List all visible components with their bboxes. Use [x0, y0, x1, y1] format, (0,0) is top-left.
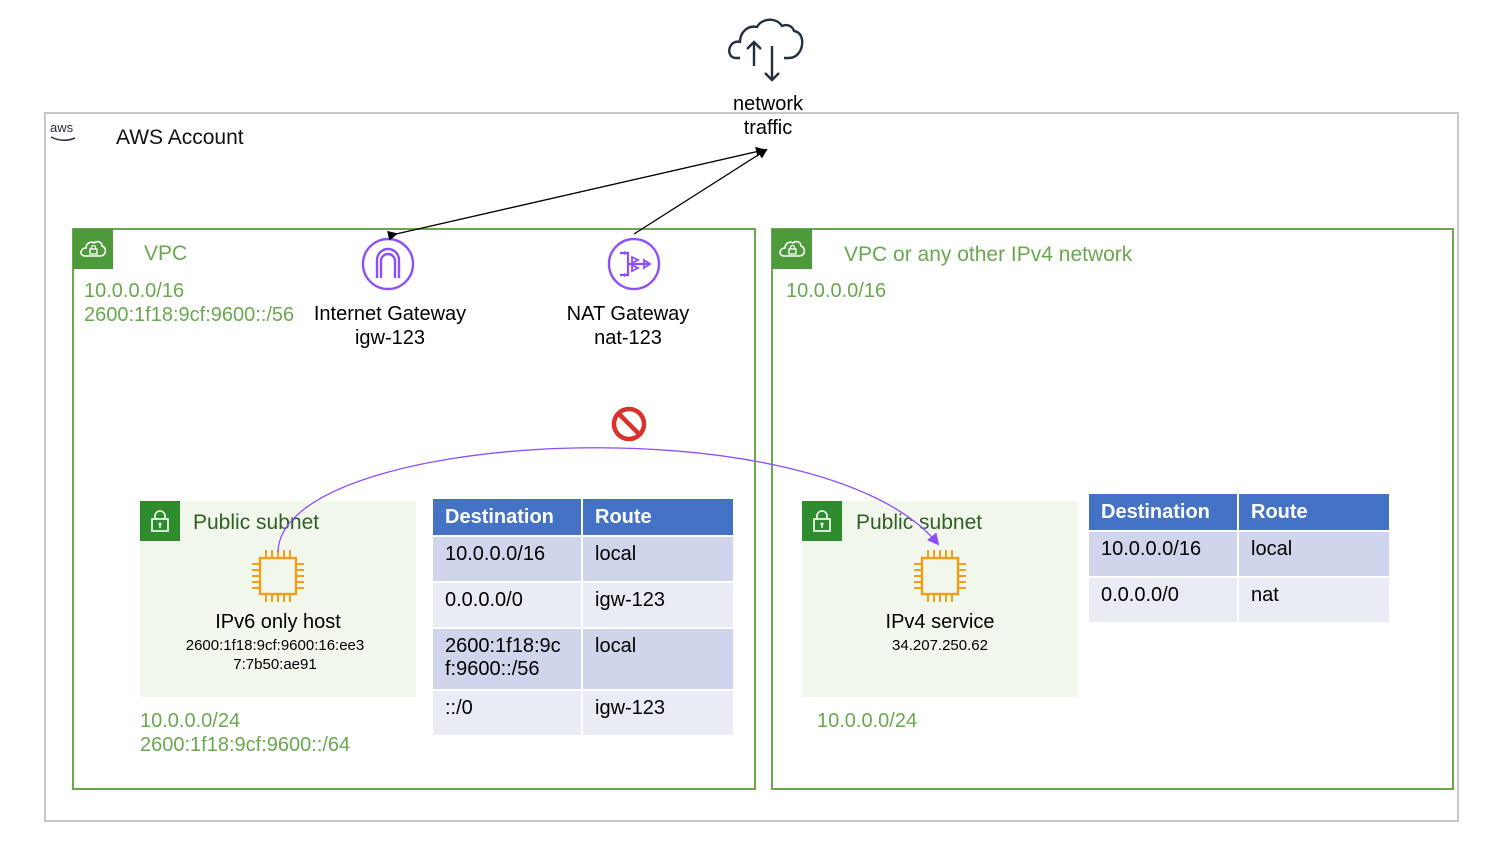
subnet-lock-icon — [802, 501, 842, 541]
left-subnet-cidr-v6: 2600:1f18:9cf:9600::/64 — [140, 734, 351, 756]
ipv4-service-name: IPv4 service — [885, 611, 995, 633]
route-table-header-destination: Destination — [433, 499, 581, 535]
aws-account-container — [44, 112, 1459, 822]
right-subnet-title: Public subnet — [856, 511, 983, 534]
vpc-cloud-lock-icon — [772, 229, 812, 269]
internet-gateway-icon — [361, 237, 415, 291]
left-vpc-cidr-v4: 10.0.0.0/16 — [84, 280, 185, 302]
table-row: 10.0.0.0/16 local — [1089, 532, 1389, 576]
route-destination: 10.0.0.0/16 — [433, 537, 581, 581]
route-target: igw-123 — [583, 691, 733, 735]
ipv4-service-address: 34.207.250.62 — [892, 637, 988, 654]
table-row: ::/0 igw-123 — [433, 691, 733, 735]
route-destination: 10.0.0.0/16 — [1089, 532, 1237, 576]
vpc-cloud-lock-icon — [73, 229, 113, 269]
route-target: local — [1239, 532, 1389, 576]
route-destination: ::/0 — [433, 691, 581, 735]
route-destination: 0.0.0.0/0 — [433, 583, 581, 627]
aws-smile-icon — [50, 136, 76, 141]
right-vpc-title: VPC or any other IPv4 network — [844, 243, 1133, 266]
route-target: local — [583, 537, 733, 581]
ec2-instance-chip-icon — [252, 550, 304, 602]
aws-account-title: AWS Account — [116, 126, 244, 149]
subnet-lock-icon — [140, 501, 180, 541]
cloud-upload-download-icon — [728, 18, 804, 82]
right-route-table: Destination Route 10.0.0.0/16 local 0.0.… — [1087, 492, 1391, 624]
route-table-header-route: Route — [583, 499, 733, 535]
aws-logo: aws — [50, 120, 74, 135]
right-subnet-cidr-v4: 10.0.0.0/24 — [817, 710, 918, 732]
left-subnet-cidr-v4: 10.0.0.0/24 — [140, 710, 241, 732]
left-vpc-cidr-v6: 2600:1f18:9cf:9600::/56 — [84, 304, 295, 326]
left-subnet-title: Public subnet — [193, 511, 320, 534]
route-target: local — [583, 629, 733, 689]
left-vpc-title: VPC — [144, 242, 188, 265]
ec2-instance-chip-icon — [914, 550, 966, 602]
table-row: 10.0.0.0/16 local — [433, 537, 733, 581]
route-target: igw-123 — [583, 583, 733, 627]
ipv6-host-name: IPv6 only host — [215, 611, 341, 633]
route-table-header-destination: Destination — [1089, 494, 1237, 530]
blocked-icon — [611, 406, 647, 442]
route-table-header-route: Route — [1239, 494, 1389, 530]
table-row: 0.0.0.0/0 igw-123 — [433, 583, 733, 627]
table-row: 0.0.0.0/0 nat — [1089, 578, 1389, 622]
route-target: nat — [1239, 578, 1389, 622]
left-route-table: Destination Route 10.0.0.0/16 local 0.0.… — [431, 497, 735, 737]
nat-gateway-icon — [607, 237, 661, 291]
route-destination: 0.0.0.0/0 — [1089, 578, 1237, 622]
right-vpc-cidr-v4: 10.0.0.0/16 — [786, 280, 887, 302]
